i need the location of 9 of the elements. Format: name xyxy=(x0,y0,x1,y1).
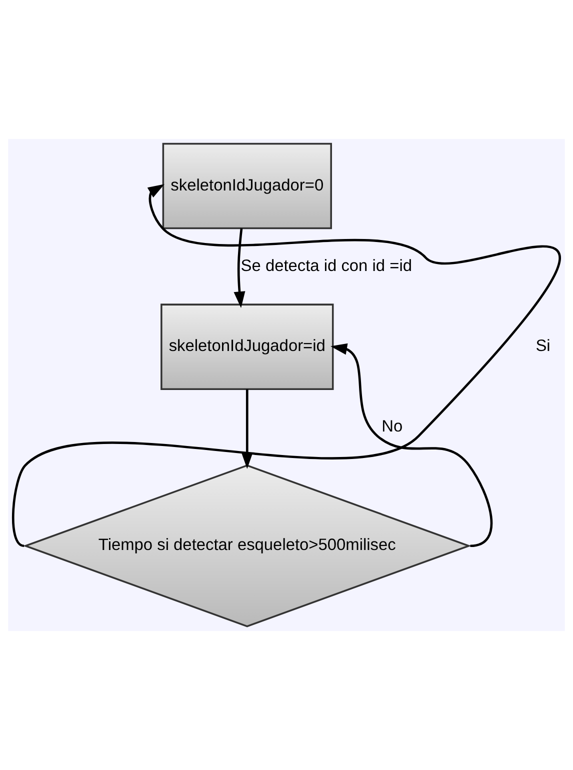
arrow xyxy=(330,343,493,548)
arrow xyxy=(234,228,246,308)
arrow xyxy=(12,184,560,547)
node-box: skeletonIdJugador=0 xyxy=(162,142,332,230)
edge-label: No xyxy=(382,418,403,436)
edge-label: Se detecta id con id =id xyxy=(240,256,412,275)
node-diamond: Tiempo si detectar esqueleto>500milisec xyxy=(22,464,472,628)
node-box: skeletonIdJugador=id xyxy=(160,304,334,390)
edge-label: Si xyxy=(536,337,550,356)
